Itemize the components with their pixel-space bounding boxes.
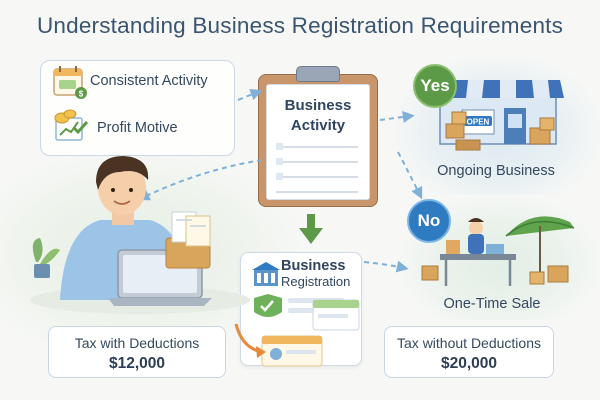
tax-without-deductions-box: Tax without Deductions $20,000 — [384, 326, 554, 378]
arrow-ongoing-to-no — [397, 151, 423, 200]
factor-label-consistent-activity: Consistent Activity — [90, 73, 208, 89]
arrow-clipboard-to-registration — [299, 214, 323, 244]
no-badge: No — [407, 199, 451, 243]
yes-badge: Yes — [413, 64, 457, 108]
tax-with-deductions-box: Tax with Deductions $12,000 — [48, 326, 226, 378]
market-stall-illustration — [421, 216, 575, 286]
page-title: Understanding Business Registration Requ… — [36, 13, 564, 38]
clipboard-clip — [296, 66, 340, 82]
arrow-clipboard-to-person — [137, 159, 263, 201]
ongoing-business-label: Ongoing Business — [437, 163, 555, 179]
tax-with-deductions-label: Tax with Deductions — [74, 335, 200, 351]
registration-title-line2: Registration — [281, 274, 351, 289]
clipboard-title-line1: Business — [284, 97, 352, 114]
tax-without-deductions-label: Tax without Deductions — [397, 335, 541, 351]
person-laptop-illustration — [30, 156, 250, 314]
clipboard-paper — [266, 84, 370, 200]
registration-form-details — [234, 294, 360, 367]
tax-with-deductions-value: $12,000 — [108, 355, 166, 372]
clipboard-title-line2: Activity — [290, 117, 346, 134]
clipboard-lines — [276, 143, 358, 193]
registration-building-icon — [252, 262, 280, 286]
storefront-illustration: OPEN — [432, 80, 564, 151]
tax-without-deductions-value: $20,000 — [440, 355, 498, 372]
coins-chart-icon — [54, 109, 89, 141]
arrow-clipboard-to-ongoing — [379, 111, 415, 123]
factor-label-profit-motive: Profit Motive — [97, 120, 178, 136]
arrow-factors-to-clipboard — [237, 88, 263, 101]
calendar-money-icon: $ — [53, 66, 87, 99]
svg-text:$: $ — [79, 90, 84, 99]
clipboard-title: Business Activity — [266, 96, 370, 136]
one-time-sale-label: One-Time Sale — [443, 296, 541, 312]
registration-title-line1: Business — [281, 258, 346, 274]
arrow-registration-to-sale — [363, 260, 409, 273]
store-open-sign: OPEN — [467, 118, 490, 127]
